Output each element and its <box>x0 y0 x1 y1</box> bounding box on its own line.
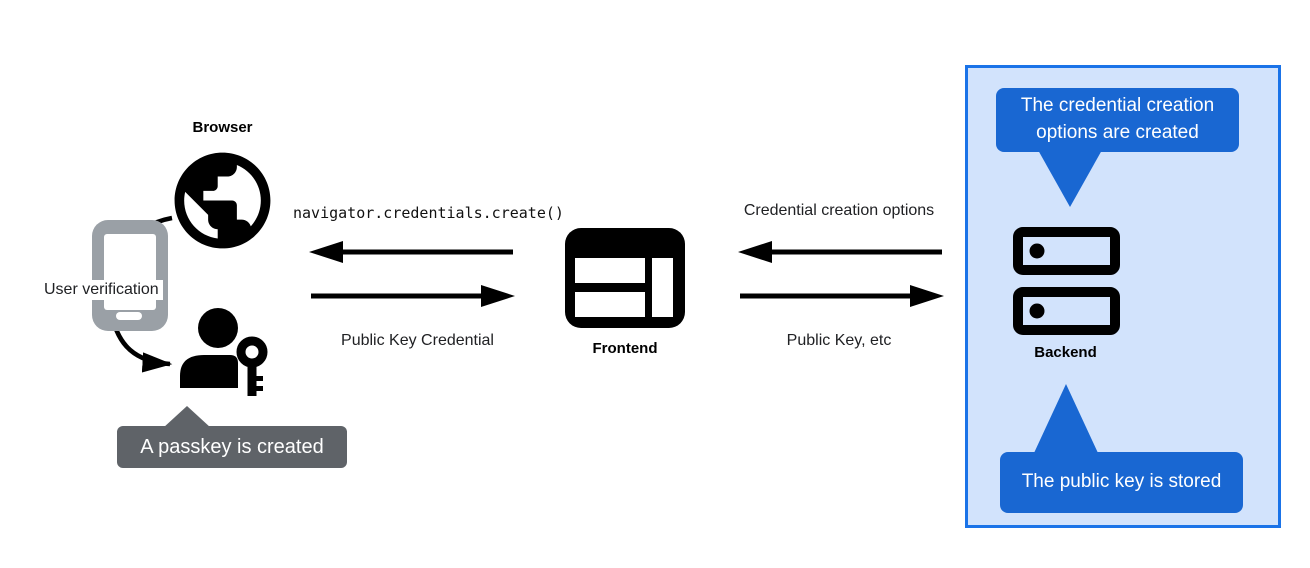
passkey-created-tooltip: A passkey is created <box>117 426 347 468</box>
public-key-etc-label: Public Key, etc <box>786 332 892 349</box>
frontend-label: Frontend <box>592 340 658 357</box>
public-key-credential-label: Public Key Credential <box>341 332 494 349</box>
phone-icon <box>92 220 168 331</box>
options-created-bubble: The credential creation options are crea… <box>996 88 1239 152</box>
frontend-browser-window-icon <box>565 228 685 328</box>
options-created-bubble-text: The credential creation options are crea… <box>1020 95 1215 143</box>
arrow-frontend-to-browser <box>309 241 513 263</box>
arrow-backend-to-frontend <box>738 241 942 263</box>
arrow-frontend-to-backend <box>740 285 944 307</box>
public-key-stored-bubble-text: The public key is stored <box>1021 471 1222 493</box>
backend-server-icon <box>1013 227 1120 335</box>
passkey-created-tooltip-text: A passkey is created <box>140 435 324 458</box>
backend-label: Backend <box>1034 344 1097 361</box>
public-key-stored-bubble: The public key is stored <box>1000 452 1243 513</box>
options-created-bubble-tail <box>1038 150 1102 207</box>
credential-creation-options-label: Credential creation options <box>743 202 935 219</box>
arrow-browser-to-frontend <box>311 285 515 307</box>
public-key-stored-bubble-tail <box>1034 384 1098 453</box>
navigator-credentials-create-label: navigator.credentials.create() <box>293 204 564 222</box>
passkey-tooltip-tail <box>163 406 211 428</box>
globe-icon <box>174 152 271 249</box>
person-with-key-icon <box>180 308 268 396</box>
user-verification-label: User verification <box>40 280 163 300</box>
browser-label: Browser <box>192 119 253 136</box>
